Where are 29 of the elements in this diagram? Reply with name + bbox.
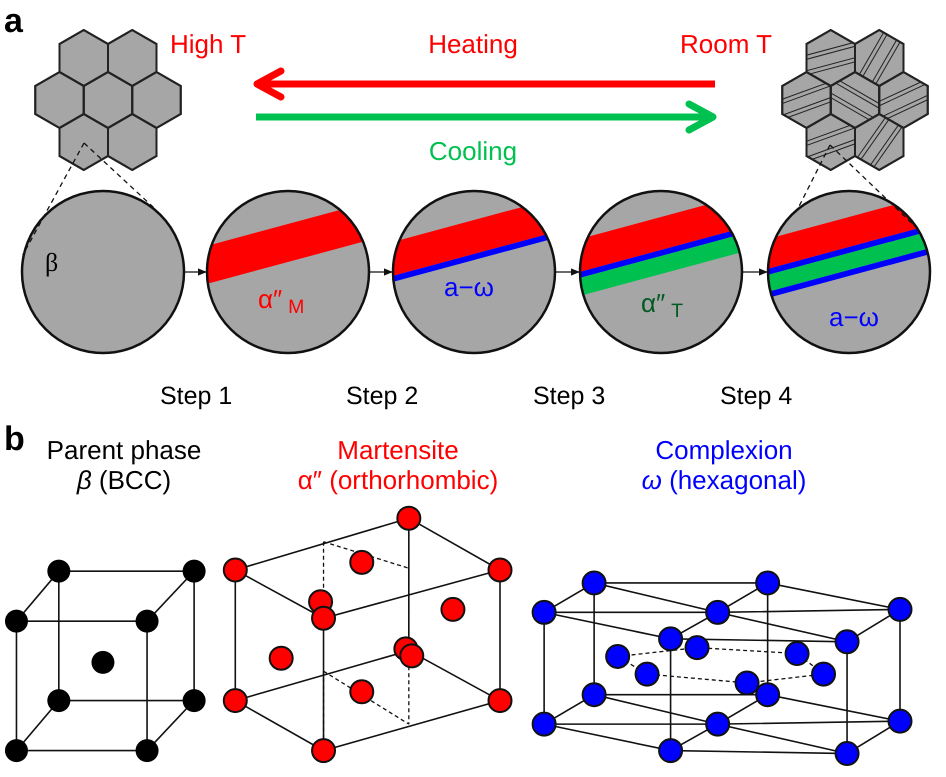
phase-subtitle: ω (hexagonal) <box>642 466 806 496</box>
phase-subtitle: β (BCC) <box>76 466 172 496</box>
phase-label: a−ω <box>829 304 879 330</box>
process-label: Cooling <box>428 137 518 167</box>
zoom-guide-line <box>22 142 85 256</box>
process-label: Heating <box>428 30 518 60</box>
temperature-label: Room T <box>680 30 772 60</box>
arrow <box>370 268 393 276</box>
arrow <box>556 268 580 276</box>
zoom-guide-line <box>830 144 920 232</box>
panel-letter: b <box>4 420 25 460</box>
zoom-guide-line <box>798 144 831 208</box>
panel-letter: a <box>4 2 23 42</box>
phase-label: β <box>45 250 58 276</box>
temperature-label: High T <box>170 30 246 60</box>
step-label: Step 1 <box>160 382 232 411</box>
phase-label: a−ω <box>444 274 494 300</box>
step-label: Step 2 <box>346 382 418 411</box>
phase-label: α″$_{M}$ <box>258 286 304 318</box>
phase-title: Parent phase <box>46 436 202 466</box>
phase-subtitle: α″ (orthorhombic) <box>298 466 498 496</box>
phase-title: Complexion <box>655 436 793 466</box>
arrow <box>743 268 768 276</box>
zoom-guide-line <box>84 142 154 208</box>
phase-title: Martensite <box>337 436 459 466</box>
phase-label: α″$_{T}$ <box>641 290 684 322</box>
step-label: Step 4 <box>720 382 792 411</box>
step-label: Step 3 <box>533 382 606 411</box>
arrow <box>185 268 207 276</box>
